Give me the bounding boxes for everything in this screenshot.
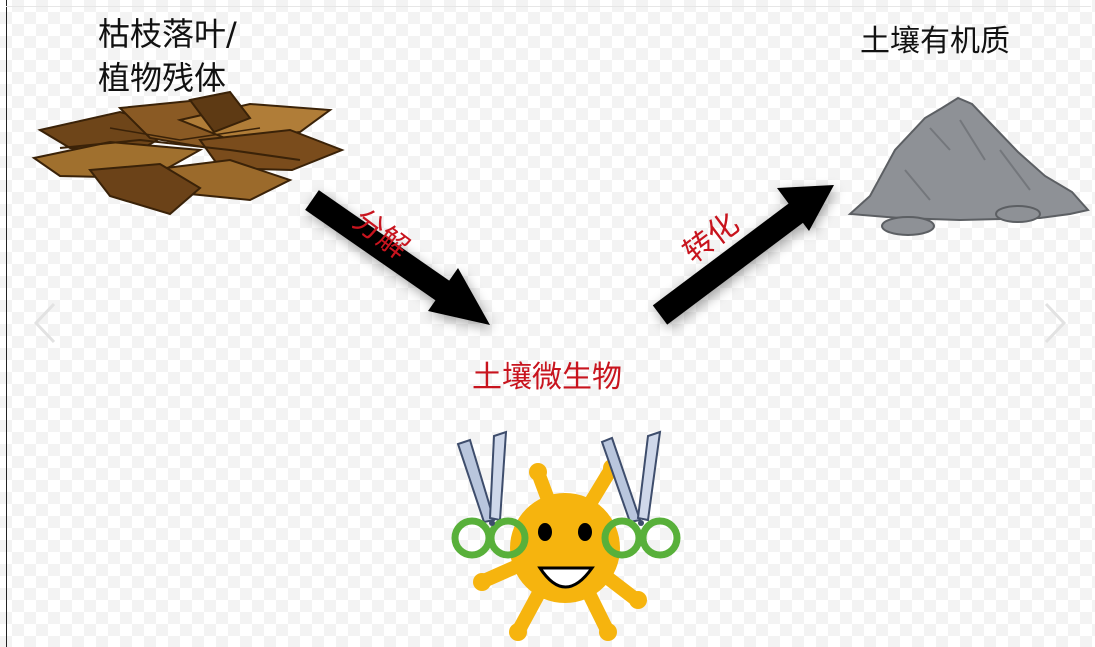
plant-litter-label-line1: 枯枝落叶/: [98, 15, 237, 53]
carousel-next-button[interactable]: [1040, 300, 1070, 346]
frame-border: [6, 0, 7, 647]
dead-leaves-icon: [31, 90, 345, 216]
plant-litter-label-line2: 植物残体: [98, 59, 227, 97]
frame-border-top: [6, 6, 1091, 7]
carousel-prev-button[interactable]: [30, 300, 60, 346]
transform-arrow: [652, 185, 834, 325]
soil-pile-icon: [847, 96, 1090, 236]
decompose-arrow: [305, 190, 490, 325]
soil-organic-matter-label: 土壤有机质: [860, 24, 1010, 59]
scissors-icon-left: [451, 430, 529, 559]
chevron-right-icon: [1044, 302, 1067, 344]
scissors-icon-right: [600, 430, 681, 559]
soil-microbe-label: 土壤微生物: [472, 360, 622, 395]
plant-litter-label: 枯枝落叶/ 植物残体: [98, 12, 237, 100]
microbe-icon: [473, 459, 647, 641]
chevron-left-icon: [33, 302, 56, 344]
